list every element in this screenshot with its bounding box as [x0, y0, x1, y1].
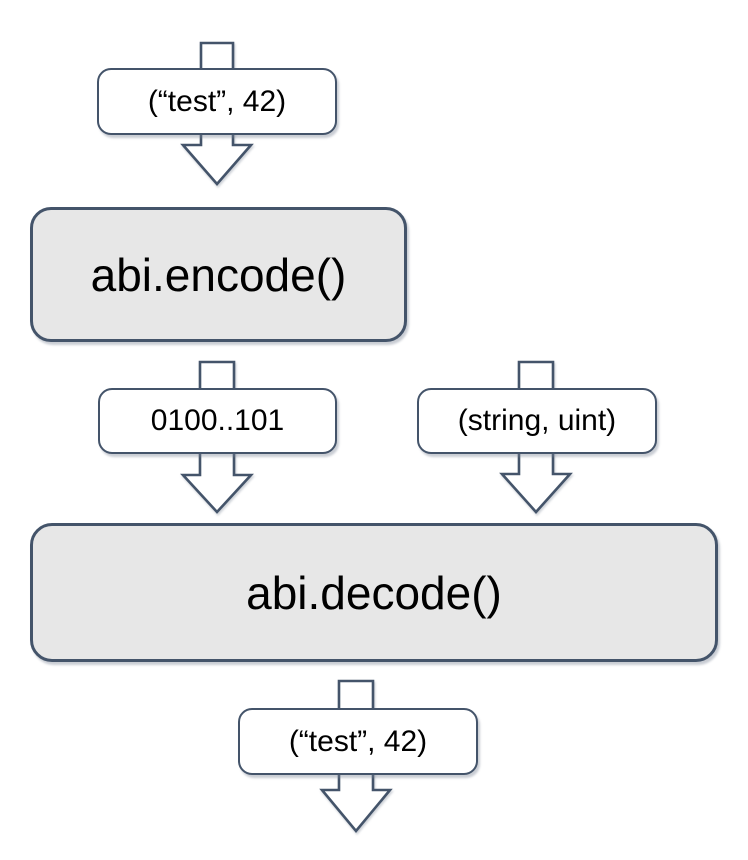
- node-input-label: (“test”, 42): [147, 84, 287, 118]
- node-output-tuple: (“test”, 42): [238, 708, 478, 775]
- node-type-tuple-label: (string, uint): [457, 404, 617, 437]
- node-abi-decode: abi.decode(): [30, 523, 718, 662]
- node-output-tuple-label: (“test”, 42): [288, 724, 428, 758]
- node-abi-encode-label: abi.encode(): [90, 248, 347, 301]
- node-type-tuple: (string, uint): [417, 388, 657, 454]
- node-input-tuple: (“test”, 42): [97, 68, 337, 135]
- node-encoded-bytes-label: 0100..101: [150, 404, 285, 437]
- node-encoded-bytes: 0100..101: [98, 388, 337, 454]
- node-abi-decode-label: abi.decode(): [246, 566, 502, 619]
- node-abi-encode: abi.encode(): [30, 207, 407, 342]
